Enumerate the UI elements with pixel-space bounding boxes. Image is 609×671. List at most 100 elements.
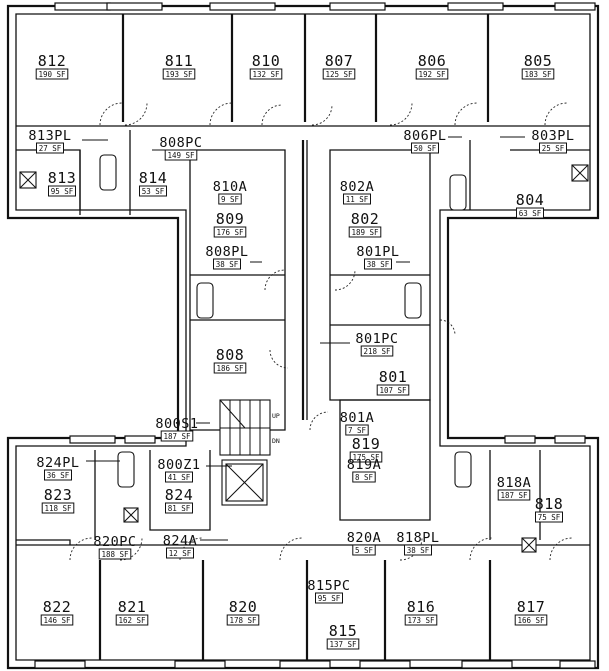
area-box [364, 258, 392, 270]
room-number: 822 [43, 598, 72, 616]
shaft-icon [19, 171, 37, 189]
room-number: 801A [340, 410, 375, 426]
room-number: 803PL [531, 128, 574, 144]
elevator-icon [221, 459, 268, 506]
area-box [249, 68, 283, 80]
room-area: 5 SF [355, 546, 374, 555]
room-area: 8 SF [355, 473, 374, 482]
room-area: 95 SF [51, 187, 74, 196]
room-area: 132 SF [252, 70, 280, 79]
bathtub-icon [117, 451, 135, 488]
room-number: 819A [347, 457, 382, 473]
area-box [516, 207, 544, 219]
shaft-icon [123, 507, 139, 523]
room-area: 63 SF [519, 209, 542, 218]
room-number: 820PC [93, 534, 136, 550]
room-number: 810A [213, 179, 248, 195]
bathtub-icon [196, 282, 214, 319]
area-box [497, 489, 531, 501]
windows [34, 2, 596, 669]
area-box [345, 424, 369, 436]
room-number: 801PL [356, 244, 399, 260]
room-area: 9 SF [221, 195, 240, 204]
area-box [521, 68, 555, 80]
room-number: 824A [163, 533, 198, 549]
area-box [40, 614, 74, 626]
room-area: 178 SF [229, 616, 257, 625]
room-area: 125 SF [325, 70, 353, 79]
leader-lines [82, 136, 525, 546]
room-area: 41 SF [168, 473, 191, 482]
room-number: 806PL [403, 128, 446, 144]
room-area: 188 SF [101, 550, 129, 559]
room-number: 801PC [355, 331, 398, 347]
area-box [213, 258, 241, 270]
room-area: 166 SF [517, 616, 545, 625]
room-number: 818PL [396, 530, 439, 546]
room-number: 818 [535, 495, 564, 513]
room-area: 137 SF [329, 640, 357, 649]
area-box [326, 638, 360, 650]
room-number: 800S1 [155, 416, 198, 432]
room-number: 811 [165, 52, 194, 70]
stair-up-label: UP [272, 412, 280, 420]
room-area: 192 SF [418, 70, 446, 79]
walls [6, 4, 600, 670]
shaft-icon [571, 164, 589, 182]
fixtures: UP DN [19, 154, 589, 553]
room-number: 812 [38, 52, 67, 70]
area-box [349, 451, 383, 463]
room-area: 38 SF [367, 260, 390, 269]
area-box [218, 193, 242, 205]
room-area: 38 SF [216, 260, 239, 269]
area-box [48, 185, 76, 197]
room-number: 824PL [36, 455, 79, 471]
area-box [360, 345, 394, 357]
doors [69, 102, 573, 561]
area-box [315, 592, 343, 604]
room-area: 146 SF [43, 616, 71, 625]
room-area: 36 SF [47, 471, 70, 480]
area-box [404, 614, 438, 626]
room-number: 804 [516, 191, 545, 209]
room-area: 176 SF [216, 228, 244, 237]
room-number: 817 [517, 598, 546, 616]
room-area: 175 SF [352, 453, 380, 462]
stairs-icon: UP DN [219, 399, 280, 456]
shaft-icon [521, 537, 537, 553]
room-area: 149 SF [167, 151, 195, 160]
room-number: 806 [418, 52, 447, 70]
area-box [44, 469, 72, 481]
area-box [535, 511, 563, 523]
room-area: 81 SF [168, 504, 191, 513]
stair-down-label: DN [272, 437, 280, 445]
room-number: 816 [407, 598, 436, 616]
room-area: 183 SF [524, 70, 552, 79]
area-box [376, 384, 410, 396]
room-area: 95 SF [318, 594, 341, 603]
area-box [348, 226, 382, 238]
room-area: 162 SF [118, 616, 146, 625]
room-area: 173 SF [407, 616, 435, 625]
bathtub-icon [454, 451, 472, 488]
